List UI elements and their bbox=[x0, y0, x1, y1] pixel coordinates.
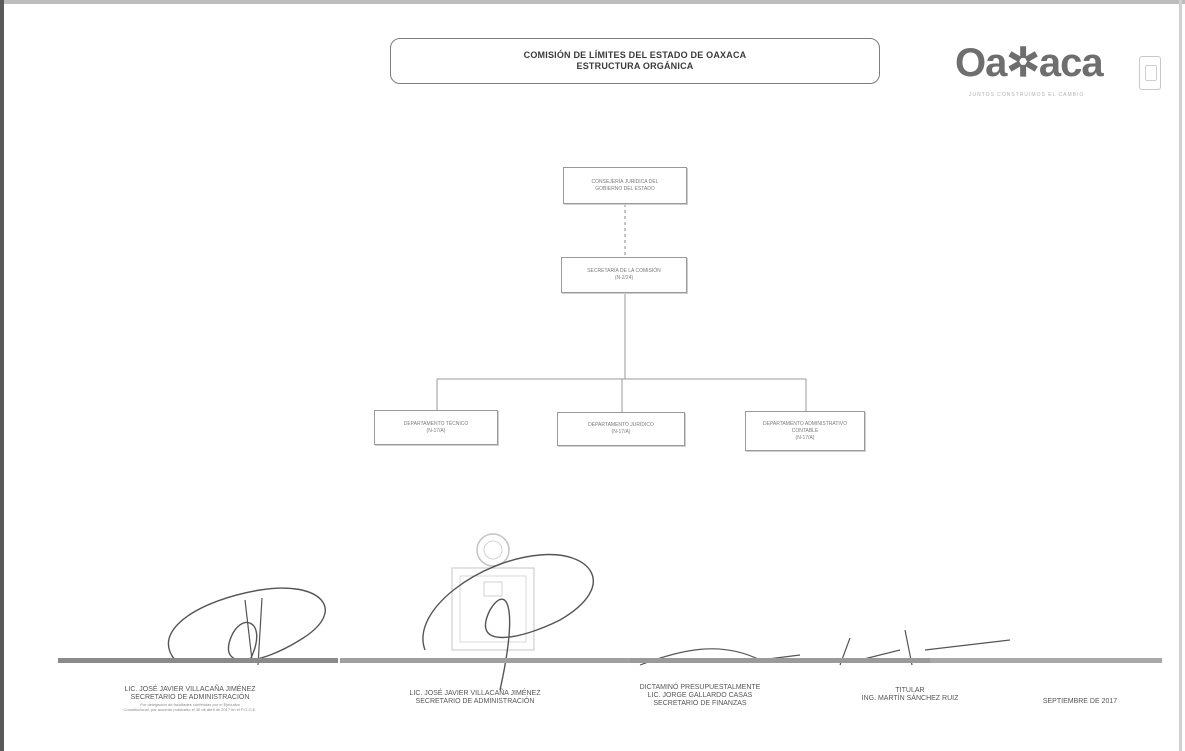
org-box-label: DEPARTAMENTO TÉCNICO bbox=[403, 420, 469, 427]
date-text: SEPTIEMBRE DE 2017 bbox=[1042, 698, 1118, 705]
signature-line bbox=[58, 658, 338, 663]
org-box-code: (N-2/24) bbox=[614, 275, 634, 281]
signer-name: LIC. JOSÉ JAVIER VILLACAÑA JIMÉNEZ bbox=[124, 686, 256, 693]
org-box-label: GOBIERNO DEL ESTADO bbox=[595, 185, 655, 192]
signer-name: ING. MARTÍN SÁNCHEZ RUIZ bbox=[861, 695, 959, 702]
signer-role: SECRETARIO DE ADMINISTRACIÓN bbox=[130, 694, 250, 701]
document-title: COMISIÓN DE LÍMITES DEL ESTADO DE OAXACA bbox=[523, 50, 747, 60]
org-box-label: DEPARTAMENTO ADMINISTRATIVO bbox=[763, 420, 847, 427]
signature-block-3: DICTAMINÓ PRESUPUESTALMENTE LIC. JORGE G… bbox=[620, 684, 780, 708]
signer-role: SECRETARIO DE ADMINISTRACIÓN bbox=[415, 698, 535, 705]
document-subtitle: ESTRUCTURA ORGÁNICA bbox=[576, 61, 694, 71]
oaxaca-logo: Oa✲aca JUNTOS CONSTRUIMOS EL CAMBIO bbox=[955, 40, 1105, 100]
org-box-code: (N-17/A) bbox=[611, 429, 631, 435]
signer-name: LIC. JOSÉ JAVIER VILLACAÑA JIMÉNEZ bbox=[409, 690, 541, 697]
signature-line bbox=[630, 658, 930, 663]
page-border-right bbox=[1179, 0, 1182, 751]
org-box-departamento-administrativo: DEPARTAMENTO ADMINISTRATIVO CONTABLE (N-… bbox=[745, 411, 865, 451]
org-box-label: SECRETARÍA DE LA COMISIÓN bbox=[587, 268, 661, 274]
org-box-consejeria-juridica: CONSEJERÍA JURÍDICA DEL GOBIERNO DEL EST… bbox=[563, 167, 687, 204]
signer-note: Por delegación de facultades conferidas … bbox=[140, 702, 240, 707]
official-seal-stamp bbox=[451, 533, 535, 651]
org-box-code: (N-17/A) bbox=[426, 427, 446, 434]
org-box-departamento-tecnico: DEPARTAMENTO TÉCNICO (N-17/A) bbox=[374, 410, 498, 445]
org-box-code: (N-17/A) bbox=[795, 434, 815, 441]
org-box-label: DEPARTAMENTO JURÍDICO bbox=[588, 422, 654, 428]
page-border-top bbox=[0, 0, 1185, 4]
document-date: SEPTIEMBRE DE 2017 bbox=[1025, 698, 1135, 706]
signature-line bbox=[340, 658, 630, 663]
org-box-secretaria-comision: SECRETARÍA DE LA COMISIÓN (N-2/24) bbox=[561, 257, 687, 293]
signature-block-2: LIC. JOSÉ JAVIER VILLACAÑA JIMÉNEZ SECRE… bbox=[385, 690, 565, 706]
signer-role: SECRETARIO DE FINANZAS bbox=[653, 700, 747, 707]
signer-heading: DICTAMINÓ PRESUPUESTALMENTE bbox=[639, 684, 761, 691]
org-box-departamento-juridico: DEPARTAMENTO JURÍDICO (N-17/A) bbox=[557, 412, 685, 446]
logo-tagline: JUNTOS CONSTRUIMOS EL CAMBIO bbox=[969, 92, 1085, 98]
signer-heading: TITULAR bbox=[895, 687, 925, 694]
state-crest-icon bbox=[1139, 56, 1161, 90]
org-box-label: CONTABLE bbox=[791, 427, 819, 434]
signer-name: LIC. JORGE GALLARDO CASAS bbox=[647, 692, 753, 699]
logo-wordmark: Oa✲aca bbox=[955, 41, 1104, 85]
signature-line bbox=[930, 658, 1162, 663]
org-box-label: CONSEJERÍA JURÍDICA DEL bbox=[591, 178, 659, 185]
signature-block-4: TITULAR ING. MARTÍN SÁNCHEZ RUIZ bbox=[845, 687, 975, 703]
page-border-left bbox=[0, 0, 4, 751]
signer-note: Constitucional, por acuerdo publicado el… bbox=[123, 707, 257, 712]
signature-block-1: LIC. JOSÉ JAVIER VILLACAÑA JIMÉNEZ SECRE… bbox=[100, 686, 280, 712]
document-title-box: COMISIÓN DE LÍMITES DEL ESTADO DE OAXACA… bbox=[390, 38, 880, 84]
